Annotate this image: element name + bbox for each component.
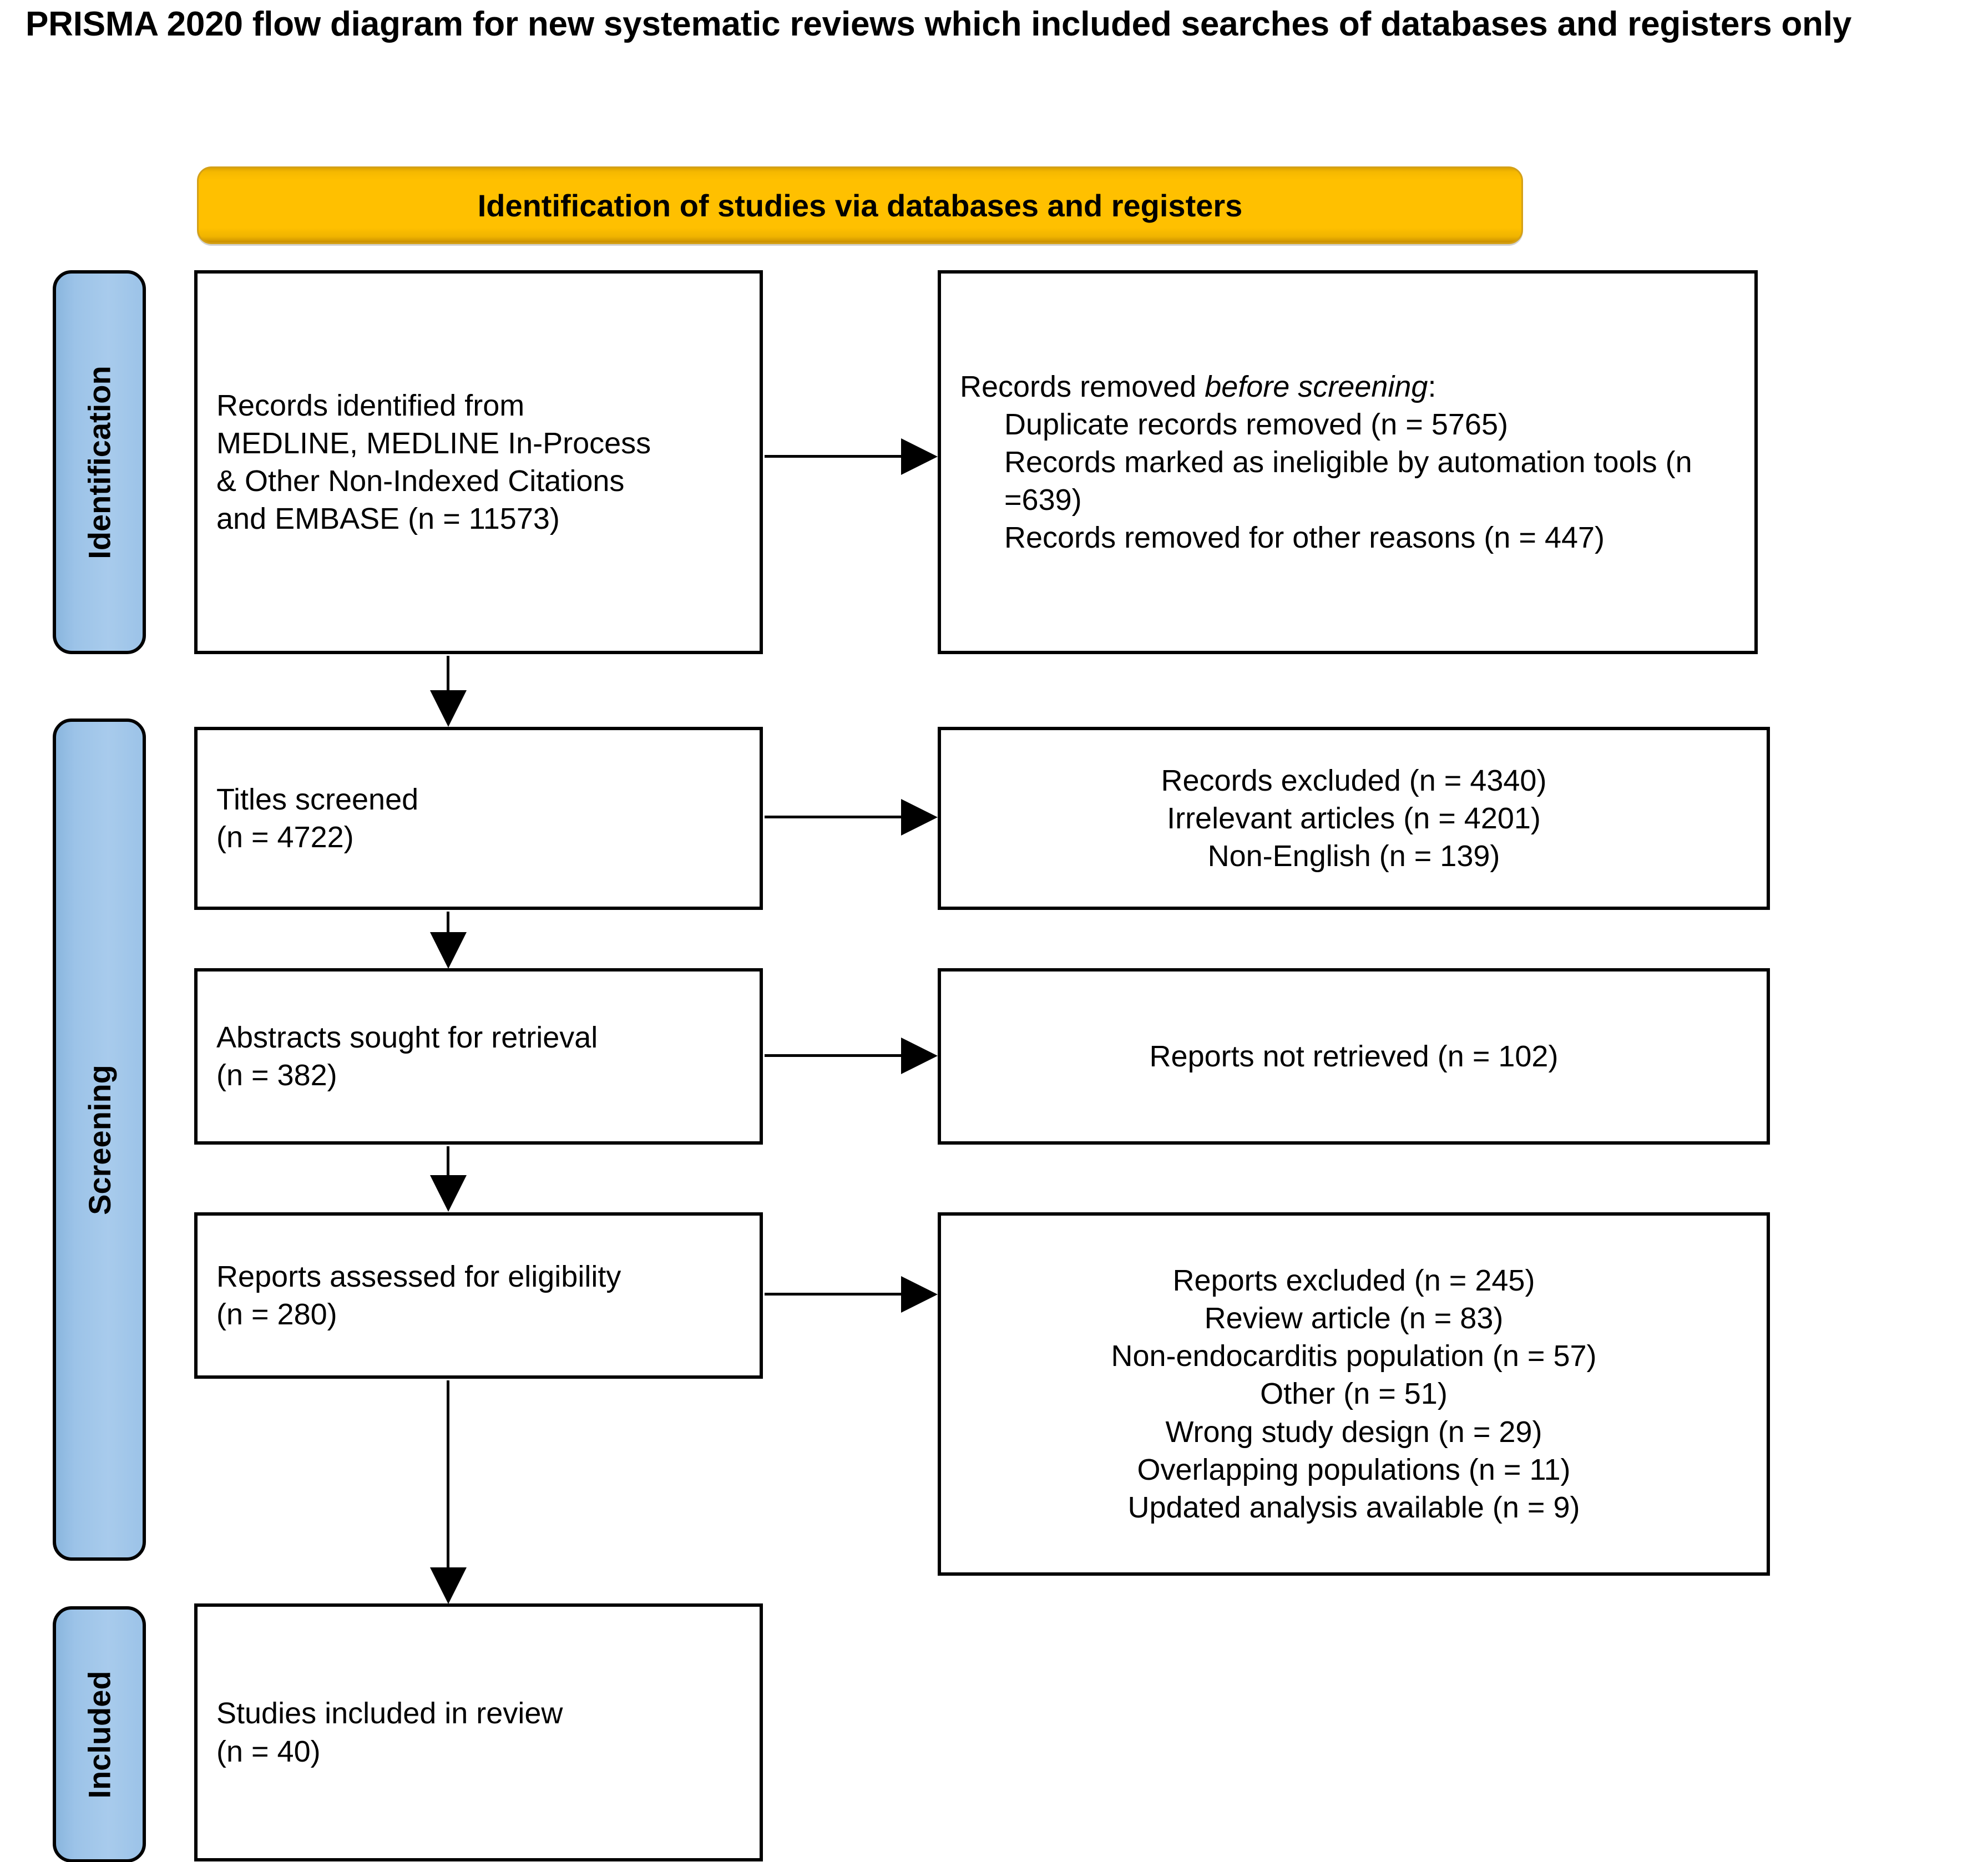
box-heading-suffix: : <box>1428 370 1436 403</box>
box-line: Overlapping populations (n = 11) <box>1137 1453 1571 1486</box>
box-line: (n = 382) <box>216 1059 337 1092</box>
box-line: Records identified from <box>216 388 525 422</box>
box-line: Review article (n = 83) <box>1204 1302 1504 1335</box>
box-reports-not-retrieved: Reports not retrieved (n = 102) <box>938 968 1770 1145</box>
box-reports-assessed-for-eligibility: Reports assessed for eligibility (n = 28… <box>194 1212 763 1379</box>
box-line: Wrong study design (n = 29) <box>1165 1415 1542 1449</box>
box-records-excluded: Records excluded (n = 4340) Irrelevant a… <box>938 727 1770 910</box>
box-line: MEDLINE, MEDLINE In-Process <box>216 426 651 460</box>
arrow-shaft <box>447 912 449 934</box>
box-line: Reports assessed for eligibility <box>216 1259 621 1293</box>
box-titles-screened: Titles screened (n = 4722) <box>194 727 763 910</box>
arrow-head <box>901 1276 938 1313</box>
box-reports-excluded: Reports excluded (n = 245) Review articl… <box>938 1212 1770 1576</box>
box-line: Records removed for other reasons (n = 4… <box>1004 521 1605 555</box>
box-line: (n = 4722) <box>216 821 354 854</box>
box-abstracts-sought-for-retrieval: Abstracts sought for retrieval (n = 382) <box>194 968 763 1145</box>
box-line: Abstracts sought for retrieval <box>216 1020 598 1054</box>
arrow-head <box>430 1175 467 1212</box>
box-line: Other (n = 51) <box>1260 1377 1448 1411</box>
box-line: (n = 40) <box>216 1734 321 1768</box>
phase-tab-label-identification: Identification <box>82 365 117 559</box>
box-line: Updated analysis available (n = 9) <box>1127 1490 1580 1524</box>
arrow-shaft <box>765 816 903 818</box>
box-line: and EMBASE (n = 11573) <box>216 502 560 536</box>
arrow-head <box>901 1038 938 1074</box>
box-line: Duplicate records removed (n = 5765) <box>1004 407 1508 441</box>
arrow-shaft <box>765 455 903 458</box>
box-records-removed-before-screening: Records removed before screening: Duplic… <box>938 270 1758 654</box>
phase-tab-identification: Identification <box>53 270 146 654</box>
box-line: & Other Non-Indexed Citations <box>216 464 625 498</box>
arrow-head <box>430 932 467 969</box>
stage-banner-label: Identification of studies via databases … <box>477 188 1243 223</box>
box-line: Records marked as ineligible by automati… <box>1004 445 1692 517</box>
phase-tab-label-included: Included <box>82 1670 117 1799</box>
arrow-shaft <box>765 1293 903 1296</box>
box-studies-included-in-review: Studies included in review (n = 40) <box>194 1603 763 1861</box>
phase-tab-screening: Screening <box>53 719 146 1561</box>
arrow-shaft <box>447 656 449 692</box>
box-line: Titles screened <box>216 782 419 816</box>
arrow-shaft <box>765 1054 903 1057</box>
box-heading-italic: before screening <box>1205 370 1428 403</box>
box-line: Non-English (n = 139) <box>1207 839 1500 873</box>
stage-banner-identification: Identification of studies via databases … <box>197 166 1523 244</box>
arrow-shaft <box>447 1380 449 1569</box>
box-line: Irrelevant articles (n = 4201) <box>1167 801 1541 835</box>
box-line: Non-endocarditis population (n = 57) <box>1111 1339 1597 1373</box>
arrow-head <box>901 438 938 475</box>
phase-tab-included: Included <box>53 1606 146 1862</box>
arrow-shaft <box>447 1146 449 1177</box>
box-heading: Records removed before screening: <box>960 368 1736 406</box>
page-title: PRISMA 2020 flow diagram for new systema… <box>26 5 1852 43</box>
box-line: Studies included in review <box>216 1697 563 1731</box>
box-records-identified: Records identified from MEDLINE, MEDLINE… <box>194 270 763 654</box>
box-line: Reports not retrieved (n = 102) <box>1149 1039 1559 1073</box>
box-line: Reports excluded (n = 245) <box>1172 1264 1535 1298</box>
box-line: (n = 280) <box>216 1298 337 1331</box>
arrow-head <box>430 1567 467 1604</box>
box-heading-prefix: Records removed <box>960 370 1205 403</box>
arrow-head <box>901 799 938 836</box>
phase-tab-label-screening: Screening <box>82 1064 117 1215</box>
box-line: Records excluded (n = 4340) <box>1161 763 1547 797</box>
arrow-head <box>430 690 467 727</box>
